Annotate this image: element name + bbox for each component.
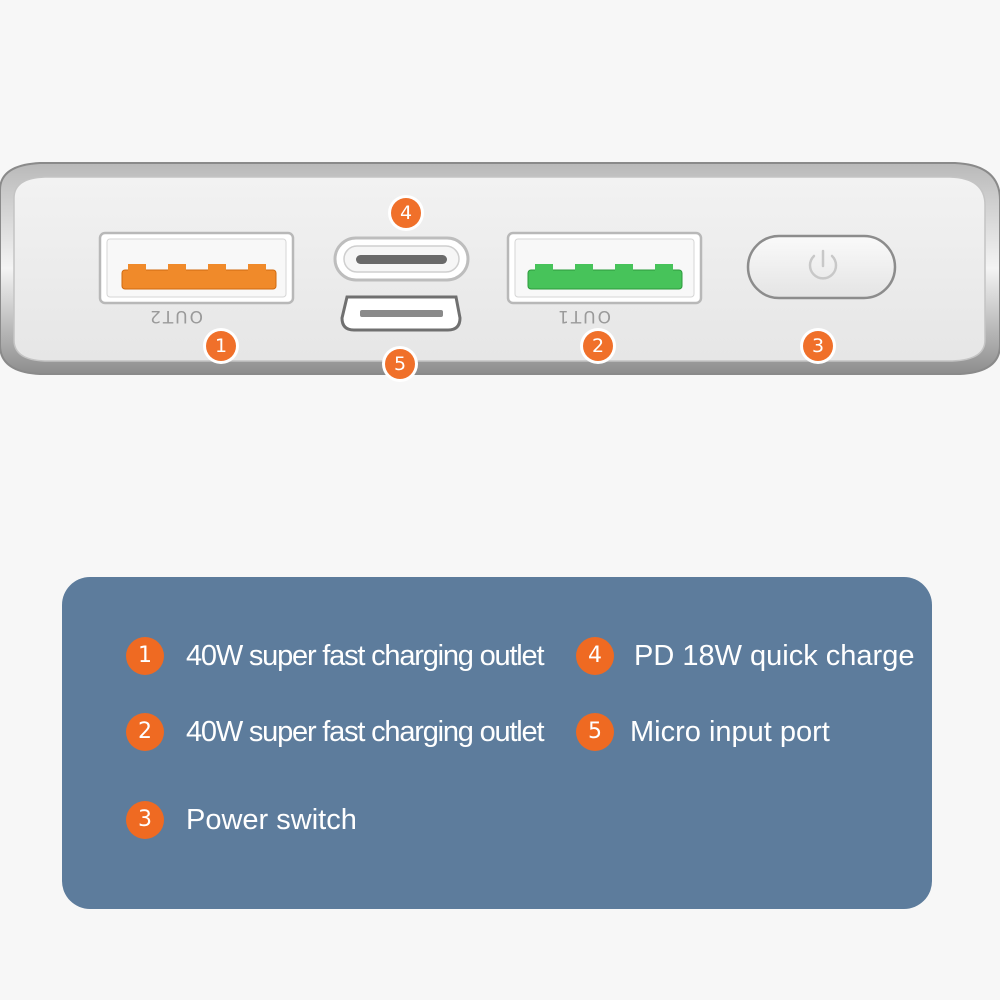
power-bank-ports-illustration [0,162,1000,375]
usb-a-port-out2 [98,231,295,305]
legend-item-1: 1 40W super fast charging outlet [126,637,545,675]
legend-number: 2 [126,713,164,751]
legend-text: 40W super fast charging outlet [186,715,545,748]
callout-5: 5 [385,349,415,379]
port-label-out1: OUT1 [556,306,612,326]
legend-item-3: 3 Power switch [126,801,357,839]
callout-4: 4 [391,198,421,228]
legend-item-4: 4 PD 18W quick charge [576,637,914,675]
legend-text: Micro input port [630,715,830,748]
usb-a-port-out1 [506,231,703,305]
legend-text: Power switch [186,803,357,836]
legend-item-5: 5 Micro input port [576,713,830,751]
device-frame [0,162,1000,375]
callout-1: 1 [206,331,236,361]
callout-2: 2 [583,331,613,361]
port-label-out2: OUT2 [148,306,204,326]
legend-number: 1 [126,637,164,675]
power-button [746,234,897,300]
micro-usb-port [340,295,462,332]
legend-panel: 1 40W super fast charging outlet 2 40W s… [62,577,932,909]
legend-item-2: 2 40W super fast charging outlet [126,713,545,751]
usb-c-port [333,236,470,282]
legend-text: PD 18W quick charge [634,639,915,672]
legend-number: 3 [126,801,164,839]
legend-number: 4 [576,637,614,675]
callout-3: 3 [803,331,833,361]
power-icon [808,249,838,280]
legend-text: 40W super fast charging outlet [186,639,545,672]
legend-number: 5 [576,713,614,751]
